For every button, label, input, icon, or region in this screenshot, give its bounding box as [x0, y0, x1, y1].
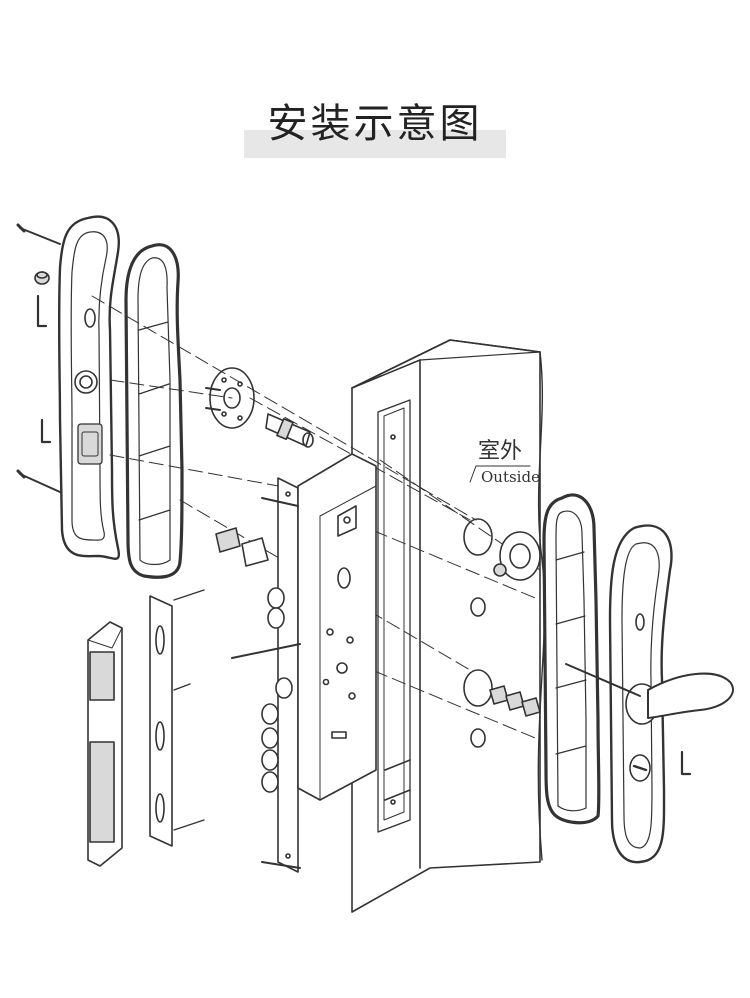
- outside-gasket: [542, 493, 601, 825]
- door-slab: [351, 339, 546, 913]
- outside-handle-plate: [565, 524, 734, 864]
- inside-backplate: [57, 215, 121, 560]
- outside-label: 室外 Outside: [469, 439, 540, 486]
- strike-box: [87, 589, 205, 867]
- page-title: 安装示意图: [267, 101, 483, 147]
- outside-cylinder-collar: [493, 531, 541, 581]
- outside-label-cn: 室外: [478, 439, 522, 464]
- mortise-lock-body: [231, 453, 377, 873]
- lock-cylinder: [265, 413, 314, 448]
- hex-key-icons: [36, 294, 692, 776]
- inside-gasket: [124, 243, 184, 579]
- mounting-screws-left: [16, 223, 61, 493]
- connectors-middle: [215, 527, 541, 717]
- title-underline-bar: [244, 130, 506, 158]
- outside-label-en: Outside: [481, 468, 540, 486]
- title-block: 安装示意图: [0, 96, 750, 166]
